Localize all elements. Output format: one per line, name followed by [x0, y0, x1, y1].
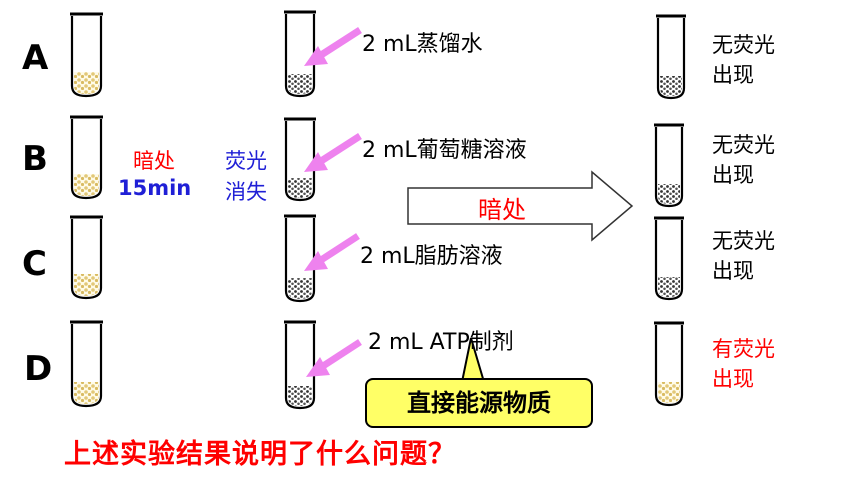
result-c: 无荧光 出现 [712, 226, 775, 286]
row-label-b: B [22, 139, 48, 179]
tube-col2-row3 [284, 214, 316, 303]
bottom-question: 上述实验结果说明了什么问题？ [64, 439, 456, 470]
condition-time: 15min [118, 176, 192, 200]
tube-col2-row4 [284, 320, 316, 410]
tube-col2-row1 [284, 10, 316, 98]
reagent-label-c: 2 mL脂肪溶液 [360, 244, 503, 269]
result-c-line1: 无荧光 [712, 229, 775, 253]
tube-col1-row2 [70, 115, 103, 200]
tube-col1-row4 [70, 320, 103, 408]
result-d-line2: 出现 [712, 367, 754, 391]
tube-col3-row3 [654, 216, 684, 301]
result-a: 无荧光 出现 [712, 30, 775, 90]
condition-effect-line2: 消失 [225, 180, 267, 204]
tube-col2-row2 [284, 117, 316, 202]
tube-col3-row2 [654, 123, 684, 208]
result-b-line2: 出现 [712, 163, 754, 187]
pink-arrow-row4 [306, 339, 362, 377]
tube-col3-row1 [656, 14, 686, 100]
reagent-label-a: 2 mL蒸馏水 [362, 32, 483, 57]
reagent-label-d: 2 mL ATP制剂 [368, 330, 514, 355]
big-block-arrow [407, 170, 634, 242]
pink-arrow-row3 [304, 233, 360, 271]
result-b-line1: 无荧光 [712, 133, 775, 157]
row-label-d: D [24, 349, 53, 389]
result-d: 有荧光 出现 [712, 334, 775, 394]
result-a-line2: 出现 [712, 63, 754, 87]
result-d-line1: 有荧光 [712, 337, 775, 361]
result-a-line1: 无荧光 [712, 33, 775, 57]
callout-box: 直接能源物质 [365, 378, 593, 428]
result-b: 无荧光 出现 [712, 130, 775, 190]
tube-col1-row3 [70, 215, 103, 300]
result-c-line2: 出现 [712, 259, 754, 283]
big-arrow-label: 暗处 [478, 196, 526, 224]
reagent-label-b: 2 mL葡萄糖溶液 [362, 138, 527, 163]
pink-arrow-row2 [304, 133, 362, 172]
tube-col1-row1 [70, 12, 103, 98]
tube-col3-row4 [654, 321, 684, 407]
condition-effect-line1: 荧光 [225, 149, 267, 173]
row-label-a: A [22, 38, 49, 78]
condition-place: 暗处 [133, 149, 175, 173]
pink-arrow-row1 [304, 27, 362, 66]
row-label-c: C [22, 244, 47, 284]
